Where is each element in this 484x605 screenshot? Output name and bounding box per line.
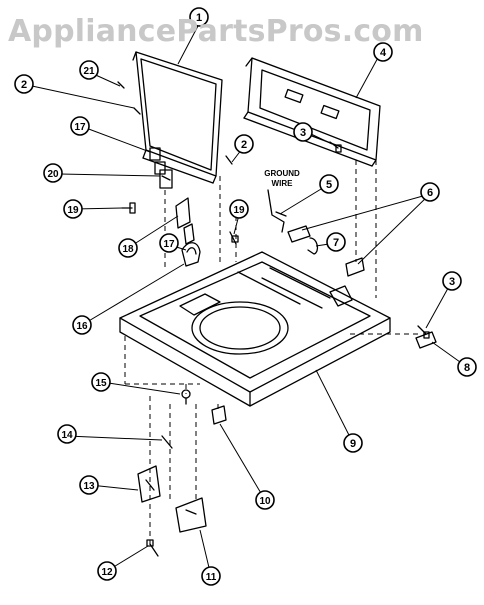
callout-label: 1 (196, 12, 202, 24)
callout-label: 10 (259, 496, 271, 507)
callout-circle (79, 60, 99, 80)
callout-12: 12 (97, 561, 117, 581)
callout-18: 18 (118, 238, 138, 258)
callout-label: 13 (83, 481, 95, 492)
callout-label: 12 (101, 567, 113, 578)
callout-circle (70, 116, 90, 136)
callout-circle (343, 433, 363, 453)
callout-label: 16 (76, 321, 88, 332)
callout-2: 2 (14, 74, 34, 94)
callout-circle (72, 315, 92, 335)
callout-circle (293, 122, 313, 142)
callout-label: 3 (300, 127, 306, 139)
callout-14: 14 (57, 424, 77, 444)
callout-4: 4 (373, 42, 393, 62)
ground-wire-label: GROUND WIRE (264, 169, 300, 188)
lid-part (132, 51, 223, 184)
callout-circle (118, 238, 138, 258)
ground-wire-line1: GROUND (264, 169, 300, 178)
callout-label: 17 (163, 239, 175, 250)
callout-label: 6 (427, 187, 433, 199)
callout-circle (326, 232, 346, 252)
callout-10: 10 (255, 490, 275, 510)
callout-circle (229, 199, 249, 219)
callout-circle (91, 372, 111, 392)
callout-20: 20 (43, 163, 63, 183)
alignment-lines (124, 160, 420, 548)
callout-3: 3 (293, 122, 313, 142)
callout-circle (189, 7, 209, 27)
callout-circle (420, 182, 440, 202)
callout-label: 20 (47, 169, 59, 180)
callout-circle (97, 561, 117, 581)
callout-circle (43, 163, 63, 183)
callout-circle (373, 42, 393, 62)
callout-15: 15 (91, 372, 111, 392)
back-panel-part (243, 57, 381, 167)
callout-13: 13 (79, 475, 99, 495)
callout-circle (159, 233, 179, 253)
callout-label: 19 (67, 205, 79, 216)
callout-label: 7 (333, 237, 339, 249)
callout-5: 5 (319, 174, 339, 194)
callout-6: 6 (420, 182, 440, 202)
callout-label: 14 (61, 430, 73, 441)
ground-wire-line2: WIRE (272, 179, 294, 188)
callout-circle (442, 271, 462, 291)
callout-label: 8 (464, 362, 470, 374)
callout-label: 4 (380, 47, 387, 59)
callout-label: 17 (74, 122, 86, 133)
callout-label: 21 (83, 66, 95, 77)
callout-1: 1 (189, 7, 209, 27)
callout-21: 21 (79, 60, 99, 80)
callout-3: 3 (442, 271, 462, 291)
callout-circle (57, 424, 77, 444)
callout-label: 19 (233, 205, 245, 216)
callout-label: 11 (206, 572, 217, 583)
callout-circle (457, 357, 477, 377)
callout-16: 16 (72, 315, 92, 335)
callout-label: 9 (350, 438, 356, 450)
callout-19: 19 (229, 199, 249, 219)
small-parts (117, 81, 437, 557)
watermark-logo: AppliancePartsPros.com (8, 14, 424, 49)
callout-circle (319, 174, 339, 194)
callout-circle (63, 199, 83, 219)
callout-label: 5 (326, 179, 332, 191)
callout-7: 7 (326, 232, 346, 252)
top-cover-part (119, 251, 391, 407)
callout-17: 17 (70, 116, 90, 136)
callout-circle (234, 134, 254, 154)
callout-17: 17 (159, 233, 179, 253)
callout-11: 11 (201, 566, 221, 586)
callout-circle (79, 475, 99, 495)
callout-label: 2 (241, 139, 247, 151)
callout-19: 19 (63, 199, 83, 219)
leader-lines (31, 23, 468, 577)
callout-label: 18 (122, 244, 134, 255)
callout-label: 3 (449, 276, 455, 288)
callout-label: 2 (21, 79, 27, 91)
callout-8: 8 (457, 357, 477, 377)
callout-circle (14, 74, 34, 94)
callout-circle (255, 490, 275, 510)
callout-label: 15 (95, 378, 107, 389)
callout-9: 9 (343, 433, 363, 453)
callout-2: 2 (234, 134, 254, 154)
callout-circle (201, 566, 221, 586)
